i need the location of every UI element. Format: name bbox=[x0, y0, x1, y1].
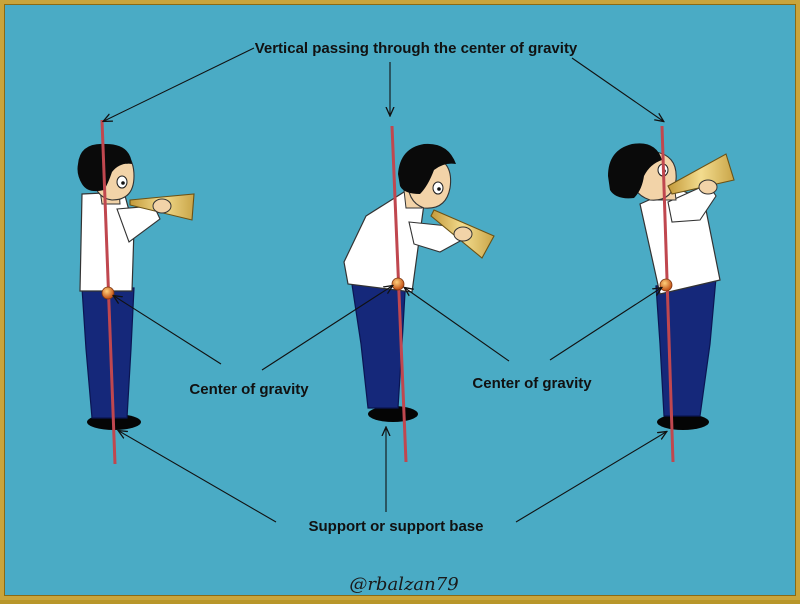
hair-right bbox=[608, 143, 662, 199]
arrow-support-left bbox=[119, 431, 277, 523]
trousers-left bbox=[81, 287, 135, 419]
label-support-base: Support or support base bbox=[308, 518, 483, 535]
arrow-center-right-1 bbox=[405, 288, 510, 362]
trousers-right bbox=[655, 277, 717, 417]
arrow-center-left-1 bbox=[114, 296, 222, 365]
author-signature: @rbalzan79 bbox=[349, 574, 458, 595]
label-vertical-through-center: Vertical passing through the center of g… bbox=[255, 40, 578, 57]
hair-middle bbox=[398, 143, 456, 194]
arrow-support-right bbox=[515, 432, 666, 523]
arrow-vertical-right bbox=[571, 57, 663, 121]
label-center-of-gravity-left: Center of gravity bbox=[189, 381, 309, 398]
center-of-gravity-marker-left bbox=[101, 286, 115, 300]
horn-right bbox=[667, 153, 735, 195]
arrow-vertical-left bbox=[104, 47, 255, 121]
label-center-of-gravity-right: Center of gravity bbox=[472, 375, 592, 392]
arrow-center-right-2 bbox=[549, 288, 661, 361]
gravity-line-right bbox=[660, 125, 675, 463]
figure-upright bbox=[77, 143, 195, 430]
arrow-center-left-2 bbox=[261, 286, 392, 371]
diagram-svg: Vertical passing through the center of g… bbox=[77, 40, 735, 595]
shoe-right bbox=[657, 414, 709, 430]
center-of-gravity-marker-middle bbox=[391, 277, 405, 291]
annotation-arrows bbox=[104, 47, 666, 523]
gravity-line-middle bbox=[390, 125, 408, 463]
center-of-gravity-marker-right bbox=[659, 278, 673, 292]
